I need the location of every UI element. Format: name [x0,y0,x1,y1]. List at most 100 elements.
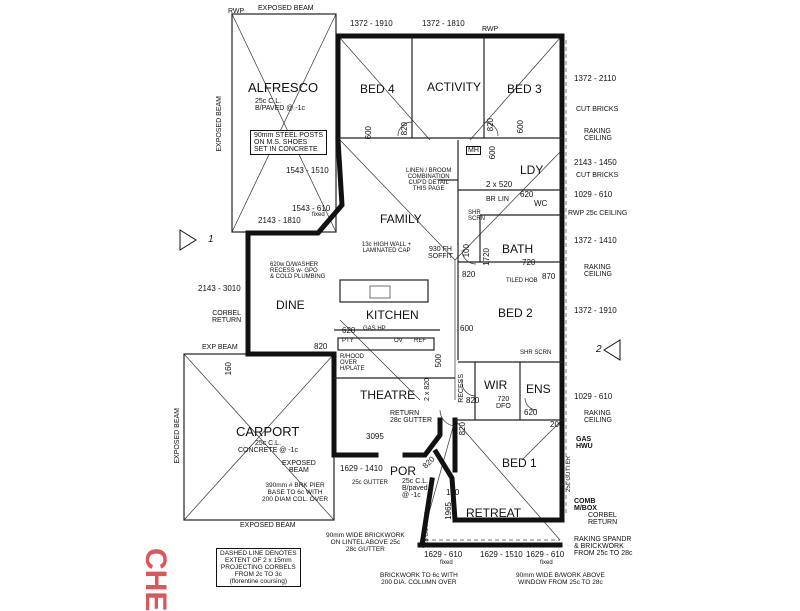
gutter-side: 25c GUTTER [566,456,572,493]
section-markers [179,229,621,361]
dim-alf1: 1543 - 1510 [286,166,329,175]
alfresco-subtitle: 25c C.L. B/PAVED @ -1c [255,98,306,112]
steel-posts-note: 90mm STEEL POSTS ON M.S. SHOES SET IN CO… [250,130,327,155]
dim-2x520: 2 x 520 [486,180,513,189]
room-family: FAMILY [380,212,422,226]
return-gutter-note: RETURN 28c GUTTER [390,410,433,424]
room-dfo: 720 DFO [496,396,511,410]
dim-fixed2: fixed [440,560,453,566]
gutter25-note: 25c GUTTER [352,480,389,486]
dim-bot3: 1629 - 610 [526,550,565,559]
dim-r3: 1029 - 610 [574,190,613,199]
room-ov: OV [394,338,403,344]
recess-note: RECESS [458,374,465,403]
exp-beam: EXP BEAM [202,344,238,351]
room-ldy: LDY [520,163,544,177]
room-activity: ACTIVITY [427,80,482,94]
red-stamp: CHE [139,548,172,611]
dim-3095: 3095 [366,432,384,441]
room-gas-hp: GAS HP [363,326,386,332]
room-br: BR [486,196,496,203]
dim-620a: 620 [520,190,534,199]
wall-13c-note: 13c HIGH WALL + LAMINATED CAP [362,242,412,254]
section-1-label: 1 [208,234,214,245]
rwp-ceiling: RWP 25c CEILING [568,210,628,217]
exposed-beam-bottom: EXPOSED BEAM [240,522,296,529]
room-alfresco: ALFRESCO [248,80,319,95]
room-bed4: BED 4 [360,82,395,96]
section-2-label: 2 [596,344,602,355]
dim-820d: 820 [462,270,476,279]
dim-r1: 1372 - 2110 [574,74,617,83]
rwp-top-right: RWP [482,26,499,33]
comb-box: COMB M/BOX [574,498,597,512]
por-subtitle: 25c C.L. B/paved @ -1c [402,478,429,499]
brickwork-lintel-note: 90mm WIDE BRICKWORK ON LINTEL ABOVE 25c … [326,532,405,553]
dim-r2: 2143 - 1450 [574,158,617,167]
room-dine: DINE [276,298,305,312]
dim-bot2: 1629 - 1510 [480,550,523,559]
raking-ceiling-3: RAKING CEILING [584,410,613,424]
dim-200: 200 [550,420,564,429]
dim-r5: 1372 - 1910 [574,306,617,315]
door-swings [397,121,538,427]
dim-720: 720 [522,258,536,267]
corbel-dashes [425,40,567,541]
dim-620c: 620 [524,408,538,417]
brickwork-col-note: BRICKWORK TO 6c WITH 200 DIA. COLUMN OVE… [380,572,458,586]
gutter28-note: 28 GUTTER [424,512,430,546]
dim-r4: 1372 - 1410 [574,236,617,245]
room-bed2: BED 2 [498,306,533,320]
dim-820c: 820 [314,342,328,351]
soffit-note: 930 FH SOFFIT [428,246,453,260]
dim-820g: 820 [466,396,480,405]
dim-fixed1: fixed [312,212,325,218]
cut-bricks-1: CUT BRICKS [576,106,619,113]
room-theatre: THEATRE [360,388,416,402]
dim-120: 120 [446,488,460,497]
room-mh: MH [466,146,481,155]
dim-fixed3: fixed [540,560,553,566]
rwp-top-left: RWP [228,8,245,15]
corbel-return-2: CORBEL RETURN [588,512,618,526]
room-wir: WIR [484,378,508,392]
rhood-note: R/HOOD OVER H/PLATE [340,354,365,372]
corbel-return-note: CORBEL RETURN [212,310,242,324]
room-carport: CARPORT [236,424,300,439]
dashed-line-note: DASHED LINE DENOTES EXTENT OF 2 x 15mm P… [216,548,301,587]
room-ens: ENS [526,382,551,396]
dim-620b: 620 [342,326,356,335]
dim-top2: 1372 - 1810 [422,19,465,28]
tiled-hob-note: TILED HOB [506,278,538,284]
room-bath: BATH [502,242,534,256]
raking-spandrel: RAKING SPANDR & BRICKWORK FROM 25c TO 28… [574,536,633,557]
exposed-beam-left: EXPOSED BEAM [216,96,223,152]
cut-bricks-2: CUT BRICKS [576,172,619,179]
dim-top1: 1372 - 1910 [350,19,393,28]
room-pty: PTY [342,338,354,344]
house-walls [245,33,565,548]
dim-alf2: 1543 - 610 [292,204,331,213]
room-wc: WC [534,199,548,208]
linen-note: LINEN / BROOM COMBINATION CUP'D DETAIL T… [406,168,452,192]
room-lin: LIN [498,196,509,203]
pier-note: 390mm # BRK PIER BASE TO 6c WITH 200 DIA… [262,482,329,503]
room-retreat: RETREAT [466,506,522,520]
washer-note: 620w D/WASHER RECESS w- GPO & COLD PLUMB… [270,262,326,280]
room-bed1: BED 1 [502,456,537,470]
exposed-beam-small: EXPOSED BEAM [282,460,316,474]
gas-hwu: GAS HWU [576,436,593,450]
carport-subtitle: 25c C.L. CONCRETE @ -1c [238,440,298,454]
room-kitchen: KITCHEN [366,308,419,322]
room-por: POR [390,464,417,478]
raking-ceiling-1: RAKING CEILING [584,128,613,142]
room-ref: REF [414,338,426,344]
exposed-beam-carport: EXPOSED BEAM [174,408,181,464]
shr-scrn-note-2: SHR SCRN [520,350,552,356]
raking-ceiling-2: RAKING CEILING [584,264,613,278]
dim-alf3: 2143 - 1810 [258,216,301,225]
